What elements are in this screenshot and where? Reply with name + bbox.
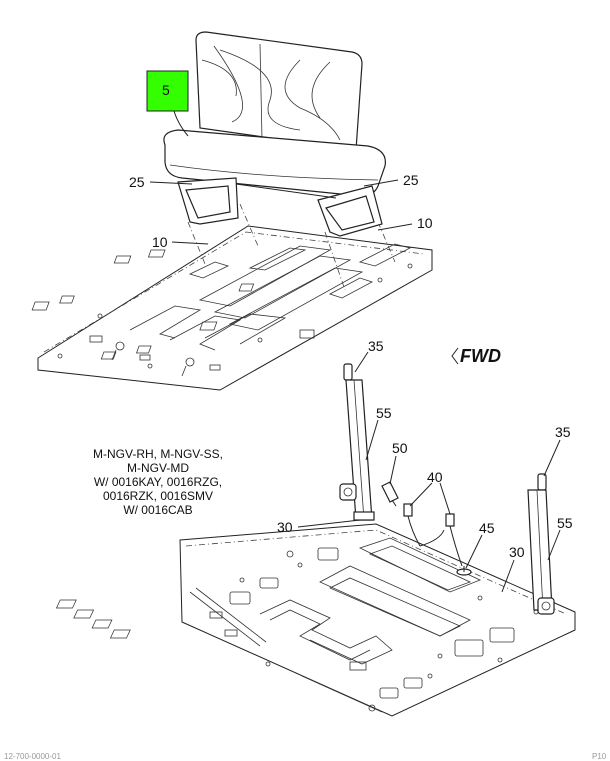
- forward-direction-marker: FWD: [451, 346, 501, 366]
- lower-floor-panel: [55, 523, 576, 717]
- buckle-50: [381, 481, 399, 507]
- leader-line-10-left: [171, 241, 209, 245]
- callout-30-left[interactable]: 30: [277, 519, 293, 535]
- seat-belt-right: [527, 473, 555, 615]
- callout-35-right[interactable]: 35: [555, 424, 571, 440]
- callout-35-left[interactable]: 35: [368, 338, 384, 354]
- callout-40[interactable]: 40: [427, 469, 443, 485]
- callout-55-left[interactable]: 55: [376, 405, 392, 421]
- leader-line-40-b: [439, 482, 451, 515]
- footer-right: P10: [592, 752, 607, 761]
- leader-line-45: [465, 534, 483, 569]
- leader-line-25-left: [149, 181, 193, 185]
- applicability-note: M-NGV-RH, M-NGV-SS, M-NGV-MD W/ 0016KAY,…: [93, 447, 223, 517]
- note-line-1: M-NGV-RH, M-NGV-SS,: [93, 447, 223, 461]
- callout-5[interactable]: 5: [162, 82, 170, 98]
- seat-belt-left: [339, 363, 375, 521]
- leader-line-40-a: [409, 482, 433, 507]
- leader-line-50: [389, 455, 397, 485]
- anchor-45: [456, 566, 472, 576]
- note-line-4: 0016RZK, 0016SMV: [103, 489, 213, 503]
- callout-10-right[interactable]: 10: [417, 215, 433, 231]
- note-line-5: W/ 0016CAB: [123, 503, 192, 517]
- callout-45[interactable]: 45: [479, 520, 495, 536]
- buckle-harness-40: [403, 503, 463, 567]
- callout-55-right[interactable]: 55: [557, 515, 573, 531]
- leader-line-5: [173, 110, 189, 137]
- leader-line-30-right: [501, 559, 515, 593]
- leader-line-10-right: [377, 223, 413, 231]
- note-line-2: M-NGV-MD: [127, 461, 189, 475]
- leader-line-30-left: [297, 519, 361, 528]
- callout-10-left[interactable]: 10: [152, 234, 168, 250]
- callout-25-left[interactable]: 25: [129, 174, 145, 190]
- leader-line-35-right: [543, 439, 561, 477]
- leader-line-55-left: [365, 419, 379, 461]
- leader-line-25-right: [363, 179, 399, 187]
- note-line-3: W/ 0016KAY, 0016RZG,: [94, 475, 222, 489]
- callout-30-right[interactable]: 30: [509, 544, 525, 560]
- bench-seat: [163, 31, 386, 237]
- footer-left: 12-700-0000-01: [4, 752, 61, 761]
- callout-50[interactable]: 50: [392, 440, 408, 456]
- leader-line-35-left: [354, 351, 369, 373]
- forward-arrow-icon: [451, 347, 459, 365]
- leader-line-55-right: [547, 529, 561, 561]
- callout-25-right[interactable]: 25: [403, 172, 419, 188]
- fwd-label: FWD: [460, 346, 501, 366]
- callout-5-highlight[interactable]: [146, 70, 189, 112]
- upper-floor-panel: [31, 225, 433, 391]
